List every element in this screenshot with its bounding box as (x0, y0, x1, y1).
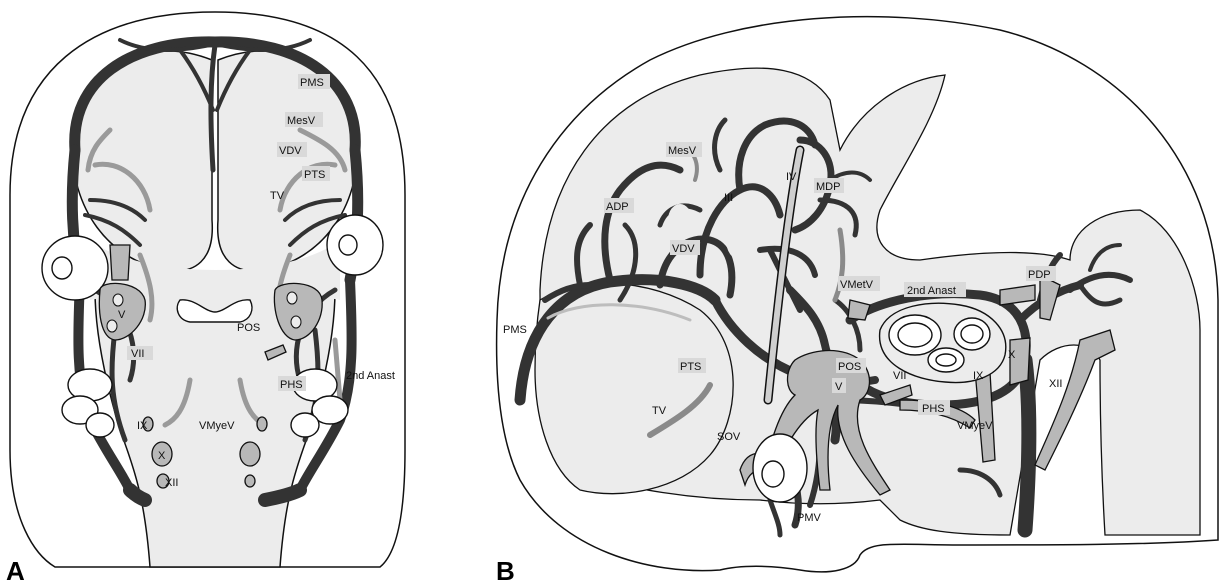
panel-a-label-ix: IX (137, 420, 148, 432)
panel-b-label-iv: IV (786, 171, 797, 183)
panel-a-label-pts: PTS (304, 169, 325, 181)
panel-a-label-mesv: MesV (287, 115, 316, 127)
panel-b-label-iii: III (724, 192, 733, 204)
panel-a-label-pos: POS (237, 322, 260, 334)
panel-b-label-mesv: MesV (668, 145, 697, 157)
panel-a-label-vdv: VDV (279, 145, 302, 157)
panel-b-label-pmv: PMV (797, 512, 822, 524)
panel-a: PMS MesV VDV PTS TV V POS VII PHS 2nd An… (6, 12, 405, 583)
panel-a-label-pms: PMS (300, 77, 324, 89)
panel-a-letter: A (6, 556, 25, 583)
panel-b-label-adp: ADP (606, 201, 629, 213)
panel-b-label-sov: SOV (717, 431, 741, 443)
panel-b-letter: B (496, 556, 515, 583)
panel-b-label-x: X (1008, 349, 1016, 361)
panel-b-label-vmyev: VMyeV (957, 420, 993, 432)
panel-b-label-tv: TV (652, 405, 667, 417)
panel-b-telencephalon (535, 283, 733, 493)
panel-b-label-v: V (835, 381, 843, 393)
panel-b-eye (753, 434, 807, 502)
panel-b-label-pos: POS (838, 361, 861, 373)
panel-b-label-phs: PHS (922, 403, 945, 415)
panel-b-label-2nd-anast: 2nd Anast (907, 285, 956, 297)
panel-b-label-xii: XII (1049, 378, 1062, 390)
panel-b-label-pms: PMS (503, 324, 527, 336)
panel-a-label-v: V (118, 309, 126, 321)
panel-b-label-pts: PTS (680, 361, 701, 373)
panel-a-label-vmyev: VMyeV (199, 420, 235, 432)
panel-a-label-2nd-anast: 2nd Anast (346, 370, 395, 382)
panel-b: MesV IV MDP ADP III VDV VMetV 2nd Anast … (496, 17, 1218, 583)
panel-a-label-phs: PHS (280, 379, 303, 391)
panel-a-label-xii: XII (165, 477, 178, 489)
panel-a-label-tv: TV (270, 190, 285, 202)
panel-a-label-x: X (158, 450, 166, 462)
panel-b-label-mdp: MDP (816, 181, 840, 193)
panel-b-label-pdp: PDP (1028, 269, 1051, 281)
panel-b-label-vii: VII (893, 370, 906, 382)
panel-b-label-vdv: VDV (672, 243, 695, 255)
panel-b-label-vmetv: VMetV (840, 279, 874, 291)
panel-a-label-vii: VII (131, 348, 144, 360)
panel-b-label-ix: IX (973, 370, 984, 382)
